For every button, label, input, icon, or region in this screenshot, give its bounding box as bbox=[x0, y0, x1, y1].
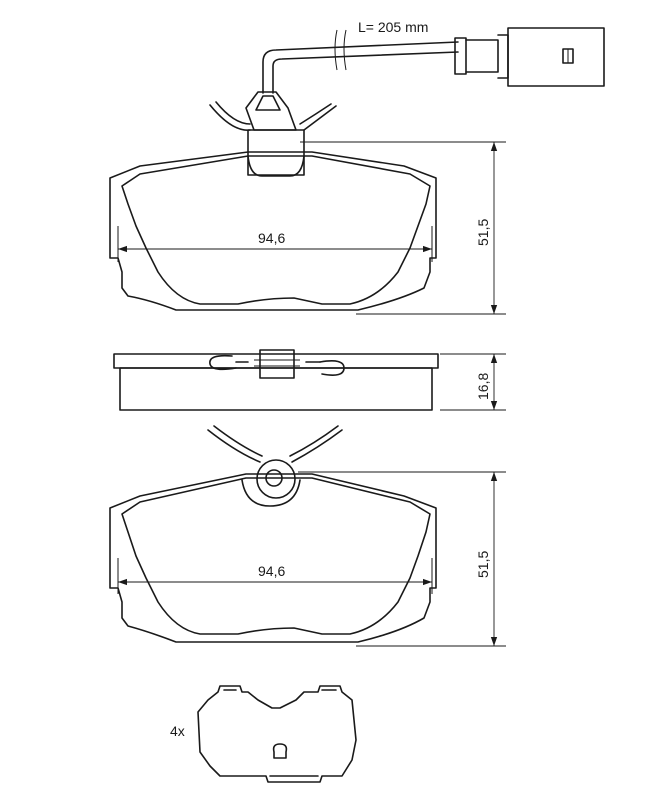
side-friction-lining bbox=[119, 367, 433, 411]
side-view-pad: 16,8 bbox=[113, 349, 506, 411]
anti-squeal-clip: 4x bbox=[170, 685, 357, 783]
front-backing-plate bbox=[109, 151, 437, 311]
side-thickness-label: 16,8 bbox=[475, 373, 491, 400]
back-view-pad: 94,6 51,5 bbox=[109, 425, 506, 647]
front-width-label: 94,6 bbox=[258, 230, 285, 246]
wire-length-label: L= 205 mm bbox=[358, 19, 428, 35]
front-view-pad: 94,6 51,5 bbox=[109, 141, 506, 315]
clip-quantity-label: 4x bbox=[170, 723, 185, 739]
back-height-label: 51,5 bbox=[475, 551, 491, 578]
wear-sensor: L= 205 mm bbox=[209, 19, 605, 176]
sensor-wire bbox=[262, 41, 459, 94]
sensor-connector bbox=[454, 27, 605, 87]
front-height-label: 51,5 bbox=[475, 219, 491, 246]
back-view-pin bbox=[256, 459, 296, 499]
front-friction-lining bbox=[121, 155, 431, 305]
back-width-label: 94,6 bbox=[258, 563, 285, 579]
